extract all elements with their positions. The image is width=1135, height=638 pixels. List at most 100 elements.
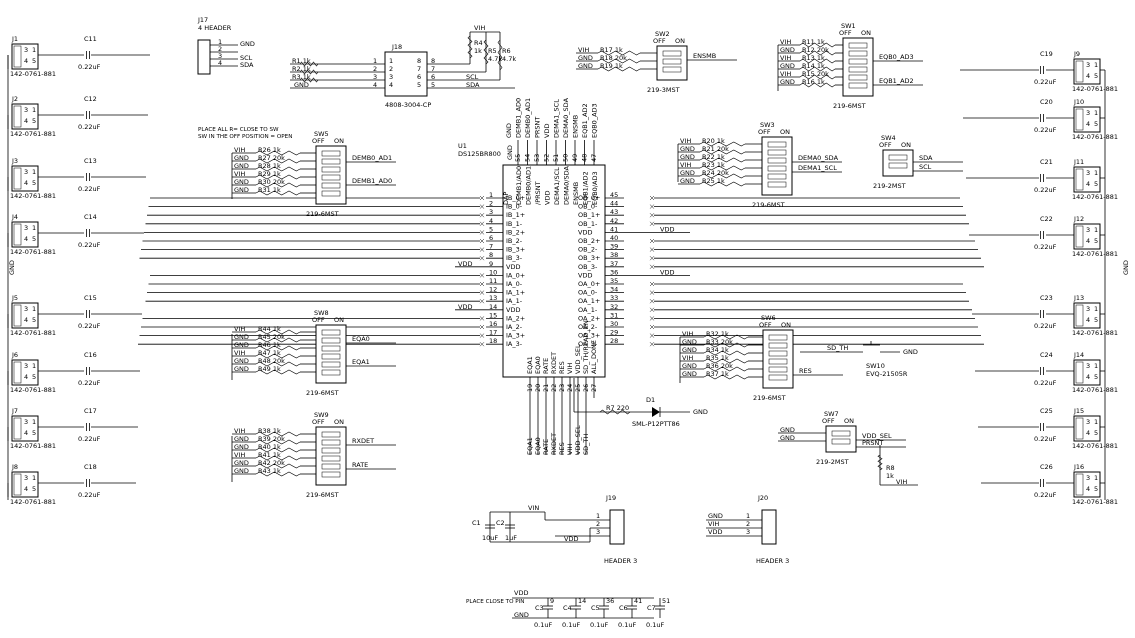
dip-switch-cell bbox=[767, 181, 787, 188]
u1-pin-number: 44 bbox=[610, 200, 618, 208]
coax-pin: 1 bbox=[1094, 169, 1098, 177]
cap-ref: C18 bbox=[84, 463, 97, 471]
dip-switch-cell bbox=[767, 157, 787, 164]
dip-off-label: OFF bbox=[759, 321, 772, 329]
dip-switch-cell bbox=[321, 158, 341, 165]
r5-value: 4.7k bbox=[488, 55, 502, 63]
u1-pin-number: 3 bbox=[489, 208, 493, 216]
d1-ref: D1 bbox=[646, 396, 655, 404]
u1-pin-number: 28 bbox=[610, 337, 618, 345]
note-line-2: SW IN THE OFF POSITION = OPEN bbox=[198, 134, 292, 140]
r2-label: R2 1k bbox=[292, 65, 311, 73]
switch-net-label: GND bbox=[234, 186, 249, 194]
dip-switch-cell bbox=[767, 165, 787, 172]
nc-mark bbox=[649, 213, 655, 218]
u1-pin-name: IA_3- bbox=[506, 340, 523, 348]
coax-part: 142-0761-881 bbox=[10, 329, 56, 337]
dip-switch-cell bbox=[768, 334, 788, 341]
coax-pin: 4 bbox=[24, 429, 28, 437]
j20-vdd: VDD bbox=[708, 528, 722, 536]
switch-net-label: VIH bbox=[680, 161, 691, 169]
j17-pin3: 3 bbox=[218, 52, 222, 60]
j17-pin4: 4 bbox=[218, 59, 222, 67]
switch-net-label: GND bbox=[680, 153, 695, 161]
switch-net-label: GND bbox=[234, 443, 249, 451]
coax-connector-shell bbox=[1075, 304, 1084, 327]
dip-switch-cell bbox=[767, 149, 787, 156]
u1-top-net: DEMA0_SDA bbox=[562, 97, 570, 138]
u1-bottom-net: SD_TH bbox=[582, 434, 590, 455]
dip-off-label: OFF bbox=[312, 137, 325, 145]
nc-mark bbox=[479, 221, 485, 226]
coax-part: 142-0761-881 bbox=[10, 442, 56, 450]
coax-pin: 4 bbox=[1086, 373, 1090, 381]
d1-part: SML-P12PTT86 bbox=[632, 420, 680, 428]
coax-part: 142-0761-881 bbox=[10, 192, 56, 200]
j18-il1: 1 bbox=[389, 57, 393, 65]
dip-off-label: OFF bbox=[653, 37, 666, 45]
r4-resistor bbox=[467, 35, 473, 59]
dip-switch-cell bbox=[831, 430, 851, 437]
coax-ref: J16 bbox=[1073, 463, 1084, 471]
resistor-label: R17 1k bbox=[600, 46, 623, 54]
u1-pin-name: DEMB1/AD0 bbox=[515, 166, 523, 205]
coax-pin: 4 bbox=[24, 57, 28, 65]
u1-top-net: EQB0_AD3 bbox=[591, 103, 599, 138]
nc-mark bbox=[479, 230, 485, 235]
dip-on-label: ON bbox=[844, 417, 854, 425]
u1-pin-name: OA_0+ bbox=[578, 280, 600, 288]
resistor bbox=[699, 141, 746, 147]
resistor bbox=[703, 342, 749, 348]
coax-part: 142-0761-881 bbox=[1072, 250, 1118, 258]
j18-ir4: 5 bbox=[417, 81, 421, 89]
switch-output-net: DEMB1_AD0 bbox=[352, 177, 392, 185]
j19-part: HEADER 3 bbox=[604, 557, 637, 565]
dip-switch-cell bbox=[768, 366, 788, 373]
j20-p3: 3 bbox=[746, 528, 750, 536]
u1-pin-number: 25 bbox=[574, 384, 582, 392]
decoup-gnd: GND bbox=[514, 611, 529, 619]
switch-net-label: GND bbox=[234, 341, 249, 349]
u1-pin-number: 26 bbox=[582, 384, 590, 392]
coax-pin: 1 bbox=[32, 106, 36, 114]
decoup-cap-value: 0.1uF bbox=[646, 621, 664, 629]
resistor-label: R39 20k bbox=[258, 435, 285, 443]
switch-net-label: GND bbox=[234, 154, 249, 162]
switch-net-label: VIH bbox=[780, 70, 791, 78]
nc-mark bbox=[649, 204, 655, 209]
u1-pin-name: IB_1- bbox=[506, 220, 523, 228]
resistor-label: R43 1k bbox=[258, 467, 281, 475]
dip-switch-cell bbox=[321, 329, 341, 336]
switch-net-label: VIH bbox=[234, 325, 245, 333]
coax-pin: 1 bbox=[32, 418, 36, 426]
coax-pin: 5 bbox=[32, 485, 36, 493]
u1-pin-name: IB_1+ bbox=[506, 211, 525, 219]
u1-ref: U1 bbox=[458, 142, 467, 150]
decoup-cap-ref: C6 bbox=[619, 604, 628, 612]
u1-pin-name: EQA0 bbox=[534, 356, 542, 374]
resistor-label: R26 1k bbox=[258, 146, 281, 154]
coax-pin: 5 bbox=[32, 316, 36, 324]
j18-il3: 3 bbox=[389, 73, 393, 81]
resistor-label: R29 1k bbox=[258, 170, 281, 178]
u1-pin-number: 49 bbox=[571, 154, 579, 162]
u1-pin-number: 36 bbox=[610, 268, 618, 276]
u1-pin-name: EQA1 bbox=[526, 356, 534, 374]
cap-ref: C14 bbox=[84, 213, 97, 221]
generated-layer: 3415J1142-0761-881C110.22uF3415J2142-076… bbox=[7, 22, 1118, 629]
dip-on-label: ON bbox=[780, 128, 790, 136]
u1-pin-name: VDD bbox=[578, 228, 592, 236]
u1-pin-name: RATE bbox=[542, 358, 550, 374]
switch-net-label: VIH bbox=[234, 170, 245, 178]
switch-net-label: GND bbox=[682, 370, 697, 378]
resistor bbox=[255, 158, 301, 164]
coax-pin: 1 bbox=[1094, 362, 1098, 370]
cap-value: 0.22uF bbox=[1034, 379, 1057, 387]
switch-output-net: VDD_SEL bbox=[862, 432, 892, 440]
cap-ref: C23 bbox=[1040, 294, 1053, 302]
u1-pin-name: OB_0+ bbox=[578, 194, 600, 202]
u1-pin-name: IB_2- bbox=[506, 237, 523, 245]
nc-mark bbox=[649, 247, 655, 252]
switch-net-label: GND bbox=[234, 467, 249, 475]
u1-pin-name: IA_2+ bbox=[506, 314, 525, 322]
